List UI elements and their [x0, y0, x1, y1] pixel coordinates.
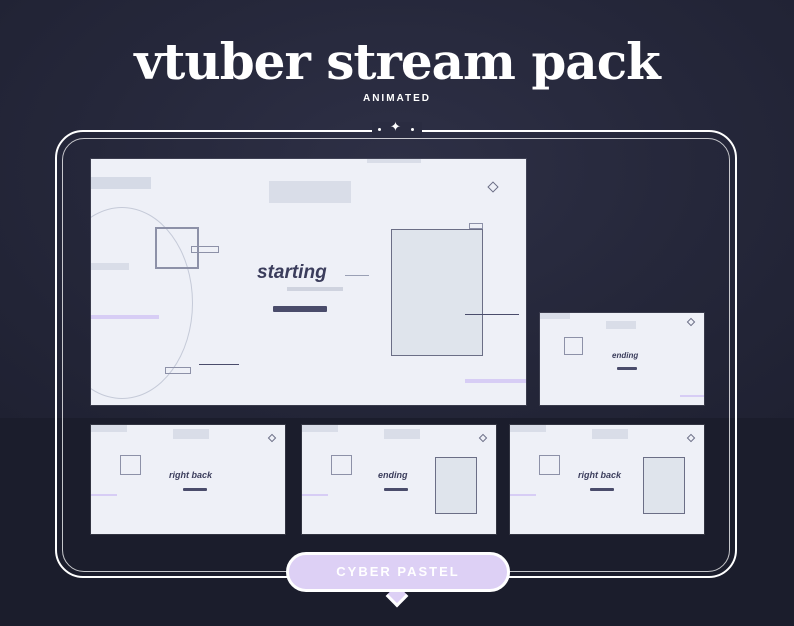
lavender-bar: [91, 494, 117, 496]
lavender-bar: [91, 315, 159, 319]
bottom-label: [165, 367, 191, 374]
panel-label: [469, 223, 483, 229]
screen-title-starting: starting: [257, 262, 327, 283]
screen-ending-2: ending: [302, 425, 496, 534]
progress-bar: [590, 488, 614, 491]
lavender-bar: [680, 395, 704, 397]
ghost-block: [384, 429, 420, 439]
diamond-icon: [686, 317, 696, 327]
corner-tab: [510, 425, 546, 432]
corner-tab: [540, 313, 570, 319]
ghost-block: [592, 429, 628, 439]
progress-bar: [617, 367, 637, 370]
progress-bar: [273, 306, 327, 312]
ghost-top: [367, 159, 421, 163]
diamond-icon: [686, 433, 696, 443]
screen-right-back-3: right back: [510, 425, 704, 534]
bottom-line: [199, 364, 239, 365]
notch-dot-right: [411, 128, 414, 131]
theme-badge: CYBER PASTEL: [286, 552, 510, 592]
progress-bar: [183, 488, 207, 491]
diamond-icon: [478, 433, 488, 443]
label-box: [191, 246, 219, 253]
screen-title-ending: ending: [612, 351, 639, 360]
frame-notch: [372, 122, 422, 138]
ghost-block: [269, 181, 351, 203]
frame-brackets: [120, 455, 141, 475]
screen-title-right-back: right back: [169, 470, 213, 480]
screen-title-ending: ending: [378, 470, 408, 480]
camera-panel: [435, 457, 477, 514]
camera-panel: [643, 457, 685, 514]
panel-line: [465, 314, 519, 315]
screen-starting: starting: [91, 159, 526, 405]
corner-tab: [91, 177, 151, 189]
lavender-bar-right: [465, 379, 526, 383]
corner-tab: [302, 425, 338, 432]
sparkle-icon: ✦: [390, 120, 401, 135]
screen-right-back-1: right back: [91, 425, 285, 534]
notch-dot-left: [378, 128, 381, 131]
screen-title-right-back: right back: [578, 470, 622, 480]
line-deco: [345, 275, 369, 276]
camera-panel: [391, 229, 483, 356]
ghost-block: [606, 321, 636, 329]
frame-brackets: [564, 337, 583, 355]
screen-ending-side: ending: [540, 313, 704, 405]
page-title: vtuber stream pack: [134, 32, 661, 91]
corner-tab: [91, 425, 127, 432]
ghost-block: [173, 429, 209, 439]
lavender-bar: [510, 494, 536, 496]
sub-label: [287, 287, 343, 291]
frame-brackets: [155, 227, 199, 269]
diamond-icon: [487, 181, 499, 193]
frame-brackets: [331, 455, 352, 475]
progress-bar: [384, 488, 408, 491]
lavender-bar: [302, 494, 328, 496]
frame-brackets: [539, 455, 560, 475]
diamond-icon: [267, 433, 277, 443]
side-tab: [91, 263, 129, 270]
page-subtitle: ANIMATED: [362, 93, 432, 104]
